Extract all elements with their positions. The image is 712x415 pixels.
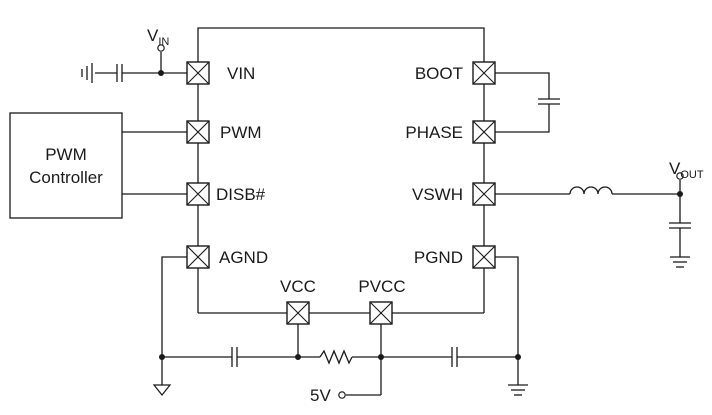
output-network	[495, 172, 691, 268]
pin-pwm	[186, 120, 210, 144]
controller-label-line1: PWM	[45, 145, 87, 164]
pin-phase	[472, 120, 496, 144]
pin-label-vin: VIN	[227, 64, 255, 83]
ground-icon	[81, 63, 93, 83]
pin-agnd	[186, 245, 210, 269]
controller-label-line2: Controller	[29, 168, 103, 187]
pin-vcc	[286, 301, 310, 325]
resistor-icon	[319, 349, 353, 365]
pin-boot	[472, 61, 496, 85]
vin-input-network	[81, 44, 187, 83]
vin-label: VIN	[147, 26, 169, 48]
pin-vswh	[472, 182, 496, 206]
vout-terminal-icon	[676, 172, 684, 180]
pin-label-agnd: AGND	[219, 248, 268, 267]
five-volt-label: 5V	[310, 386, 331, 405]
pin-label-vcc: VCC	[280, 277, 316, 296]
pin-label-phase: PHASE	[405, 123, 463, 142]
five-volt-terminal-icon	[338, 391, 346, 399]
analog-ground-icon	[152, 384, 172, 396]
pin-label-boot: BOOT	[415, 64, 463, 83]
boot-capacitor-network	[495, 72, 560, 133]
bias-network	[152, 256, 528, 399]
pin-label-pvcc: PVCC	[358, 277, 405, 296]
pin-pvcc	[369, 301, 393, 325]
power-ground-icon	[508, 384, 528, 396]
ground-icon	[670, 256, 690, 268]
vout-label: VOUT	[669, 159, 704, 181]
pin-disb	[186, 182, 210, 206]
pin-label-disb: DISB#	[216, 185, 266, 204]
pin-label-pwm: PWM	[220, 123, 262, 142]
pin-label-vswh: VSWH	[412, 185, 463, 204]
inductor-icon	[569, 186, 613, 195]
pin-vin	[186, 61, 210, 85]
pin-pgnd	[472, 245, 496, 269]
pin-label-pgnd: PGND	[414, 248, 463, 267]
vin-terminal-icon	[157, 44, 165, 52]
pwm-controller-box	[9, 112, 123, 219]
